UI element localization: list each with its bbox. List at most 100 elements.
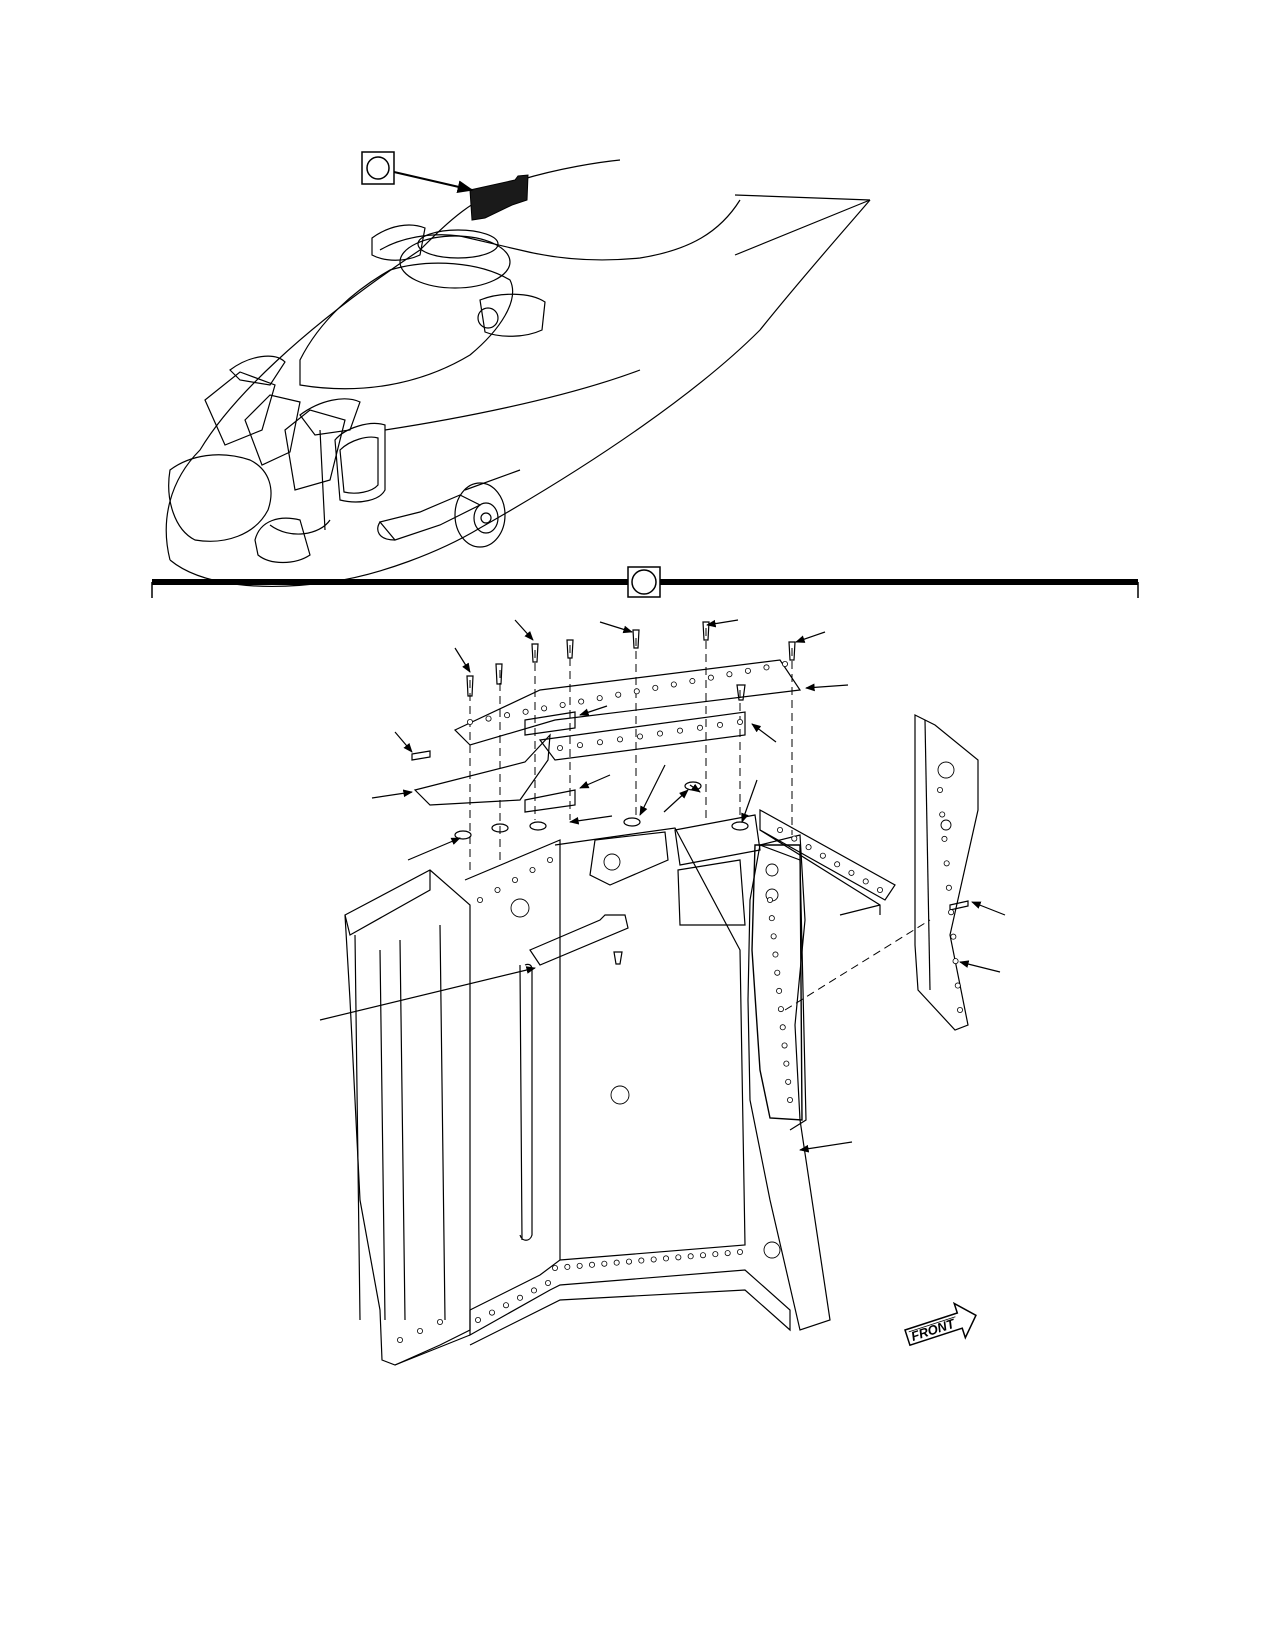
rivet-hole: [529, 867, 536, 874]
nutplates: [454, 781, 749, 840]
rivet-hole: [541, 705, 548, 712]
callout-leaders: [319, 619, 1006, 1153]
bulkhead-lower-flange: [469, 1269, 791, 1346]
rivet-hole: [737, 1249, 744, 1256]
rivet-hole: [877, 887, 884, 894]
landing-gear-wheel: [454, 482, 506, 548]
rivet-hole: [677, 727, 684, 734]
rivet-hole: [396, 1337, 403, 1344]
windshield-3: [284, 409, 346, 491]
rivet-hole: [834, 861, 841, 868]
alignment-lines: [469, 628, 931, 1011]
rivet-hole: [650, 1256, 657, 1263]
rivet-hole: [596, 695, 603, 702]
upper-deck: [379, 199, 741, 261]
rotor-hub-top: [417, 229, 499, 259]
rivet-hole: [724, 1250, 731, 1257]
callout-leader: [799, 1141, 853, 1153]
rivet-hole: [494, 887, 501, 894]
doubler-plate: [751, 844, 803, 1121]
cockpit-canopy: [299, 262, 514, 390]
detail-marker-circle: [631, 569, 657, 595]
rivet-hole: [576, 1262, 583, 1269]
callout-leader: [741, 779, 758, 823]
rivet-hole: [504, 712, 511, 719]
middle-channel: [538, 711, 746, 761]
rivet-holes: [396, 661, 964, 1344]
rivet-hole: [948, 909, 955, 916]
inner-box: [677, 859, 746, 926]
callout-leader: [751, 723, 777, 743]
rivet-hole: [777, 1006, 784, 1013]
callout-leader: [689, 783, 701, 793]
windshield-4: [229, 355, 286, 386]
detail-exploded-view: [344, 621, 979, 1366]
rivet-hole: [601, 1260, 608, 1267]
hole-patterns: [510, 761, 955, 1259]
rivet-hole: [589, 1261, 596, 1268]
rivet-hole: [675, 1254, 682, 1261]
rivet-hole: [862, 878, 869, 885]
rivet-hole: [781, 1042, 788, 1049]
rivet-hole: [615, 691, 622, 698]
rivet-hole: [787, 1097, 794, 1104]
callout-leader: [319, 966, 536, 1021]
rivet-hole: [512, 877, 519, 884]
rivet-hole: [476, 897, 483, 904]
rivet-hole: [744, 667, 751, 674]
callout-leader: [706, 619, 739, 628]
rivet-hole: [687, 1253, 694, 1260]
cross-beam: [674, 814, 761, 866]
nose: [168, 454, 272, 542]
landing-gear-strut: [378, 494, 482, 541]
engine-right: [479, 293, 546, 337]
rivet-hole: [466, 719, 473, 726]
rivet-hole: [613, 1259, 620, 1266]
fuselage-outline: [165, 159, 621, 561]
highlighted-area: [469, 174, 529, 221]
rivet-hole: [626, 1258, 633, 1265]
rib-fitting: [589, 831, 669, 886]
rivet-hole: [779, 1024, 786, 1031]
rivet-hole: [770, 933, 777, 940]
rivet-hole: [638, 1257, 645, 1264]
rivet-hole: [564, 1263, 571, 1270]
rivet-hole: [485, 715, 492, 722]
engine-left: [371, 224, 426, 261]
rivet-hole: [663, 1255, 670, 1262]
callout-leader: [394, 731, 413, 753]
rivet-hole: [950, 933, 957, 940]
rivet-hole: [522, 708, 529, 715]
rivet-hole: [767, 897, 774, 904]
callout-leader: [407, 837, 461, 861]
rivet-hole: [557, 745, 564, 752]
callout-leader: [579, 705, 608, 716]
rivet-hole: [617, 736, 624, 743]
rivet-hole: [633, 688, 640, 695]
rivet-hole: [531, 1287, 538, 1294]
windshield-2: [244, 394, 301, 466]
short-clip-2: [524, 789, 576, 813]
rivet-hole: [637, 733, 644, 740]
rivet-hole: [782, 661, 789, 668]
callout-leader: [663, 789, 689, 813]
arm-fitting: [529, 914, 629, 966]
rivet-hole: [597, 739, 604, 746]
rivet-hole: [552, 1265, 559, 1272]
callout-leader: [959, 960, 1001, 973]
callout-leader: [639, 764, 666, 816]
bulkhead-left-face: [344, 869, 471, 1366]
rivet-hole: [783, 1060, 790, 1067]
rivet-hole: [707, 674, 714, 681]
section-separator: [151, 566, 1139, 598]
rivet-hole: [791, 835, 798, 842]
rivet-hole: [689, 678, 696, 685]
rivet-hole: [652, 684, 659, 691]
rivet-hole: [416, 1328, 423, 1335]
callout-leader: [514, 619, 534, 641]
lower-bracket-beam: [759, 808, 896, 901]
cabin-door: [334, 422, 386, 503]
rivet-hole: [578, 698, 585, 705]
callout-leader: [599, 621, 633, 634]
rivet-hole: [954, 982, 961, 989]
